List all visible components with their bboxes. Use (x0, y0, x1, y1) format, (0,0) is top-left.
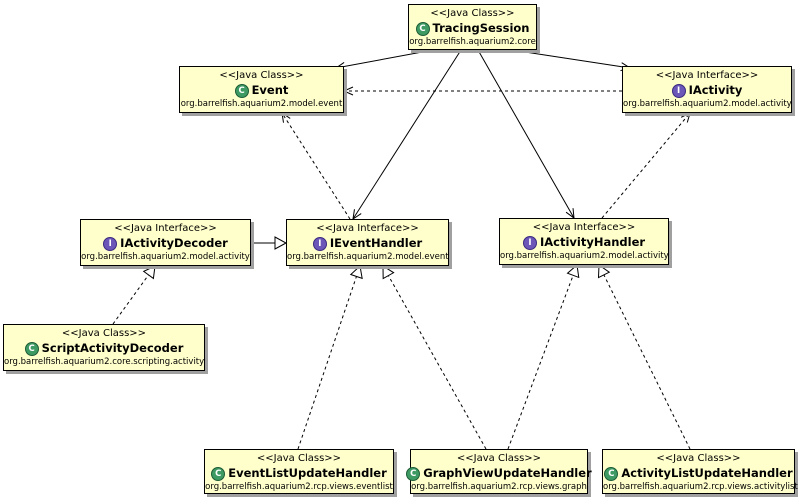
interface-name: IActivityHandler (539, 235, 646, 249)
edge-realization-activity-list-update-handler-to-iactivity-handler (597, 264, 691, 450)
edge-realization-event-list-update-handler-to-ievent-handler (297, 265, 363, 450)
package-label: org.barrelfish.aquarium2.model.activity (623, 99, 792, 109)
interface-icon: I (103, 236, 118, 251)
edge-dependency-iactivity-handler-to-iactivity (601, 112, 691, 219)
stereotype-label: <<Java Class>> (656, 453, 741, 464)
stereotype-label: <<Java Interface>> (316, 223, 419, 234)
package-label: org.barrelfish.aquarium2.model.activity (500, 251, 669, 261)
edge-realization-script-activity-decoder-to-iactivity-decoder (112, 265, 156, 325)
package-label: org.barrelfish.aquarium2.rcp.views.event… (205, 482, 393, 492)
stereotype-label: <<Java Class>> (456, 453, 542, 464)
class-name: ActivityListUpdateHandler (621, 466, 793, 480)
stereotype-label: <<Java Class>> (219, 70, 304, 81)
stereotype-label: <<Java Interface>> (655, 70, 759, 81)
edge-realization-graph-view-update-handler-to-iactivity-handler (507, 264, 580, 450)
class-icon: C (211, 466, 226, 481)
class-name: GraphViewUpdateHandler (423, 466, 592, 480)
package-label: org.barrelfish.aquarium2.model.event (180, 99, 343, 109)
interface-name: IActivityDecoder (120, 236, 228, 250)
class-icon: C (24, 341, 39, 356)
edge-dependency-ievent-handler-to-event (281, 111, 351, 220)
package-label: org.barrelfish.aquarium2.rcp.views.activ… (603, 482, 798, 492)
stereotype-label: <<Java Class>> (256, 453, 342, 464)
class-icon: C (406, 466, 421, 481)
class-icon: C (234, 83, 249, 98)
package-label: org.barrelfish.aquarium2.rcp.views.graph (411, 482, 587, 492)
edge-generalization-iactivity-decoder-to-ievent-handler (251, 236, 288, 250)
stereotype-label: <<Java Interface>> (114, 223, 217, 234)
class-name: EventListUpdateHandler (228, 466, 387, 480)
edge-dependency-iactivity-to-event (342, 86, 622, 96)
edge-association-tracing-session-to-iactivity-handler (477, 49, 575, 220)
stereotype-label: <<Java Interface>> (532, 222, 636, 233)
class-name: TracingSession (432, 21, 530, 35)
class-icon: C (604, 466, 619, 481)
edge-association-tracing-session-to-event (334, 49, 434, 71)
package-label: org.barrelfish.aquarium2.core (409, 37, 536, 47)
stereotype-label: <<Java Class>> (430, 8, 515, 19)
interface-icon: I (522, 235, 537, 250)
edge-association-tracing-session-to-ievent-handler (352, 49, 462, 221)
interface-name: IEventHandler (329, 236, 423, 250)
class-name: ScriptActivityDecoder (41, 341, 184, 355)
package-label: org.barrelfish.aquarium2.core.scripting.… (4, 357, 205, 367)
edge-realization-graph-view-update-handler-to-ievent-handler (382, 265, 487, 450)
edge-association-tracing-session-to-iactivity (511, 49, 632, 72)
stereotype-label: <<Java Class>> (61, 328, 147, 339)
interface-icon: I (312, 236, 327, 251)
package-label: org.barrelfish.aquarium2.model.event (287, 252, 449, 262)
class-icon: C (415, 21, 430, 36)
package-label: org.barrelfish.aquarium2.model.activity (81, 252, 250, 262)
interface-name: IActivity (688, 83, 743, 97)
interface-icon: I (671, 83, 686, 98)
class-name: Event (251, 83, 289, 97)
